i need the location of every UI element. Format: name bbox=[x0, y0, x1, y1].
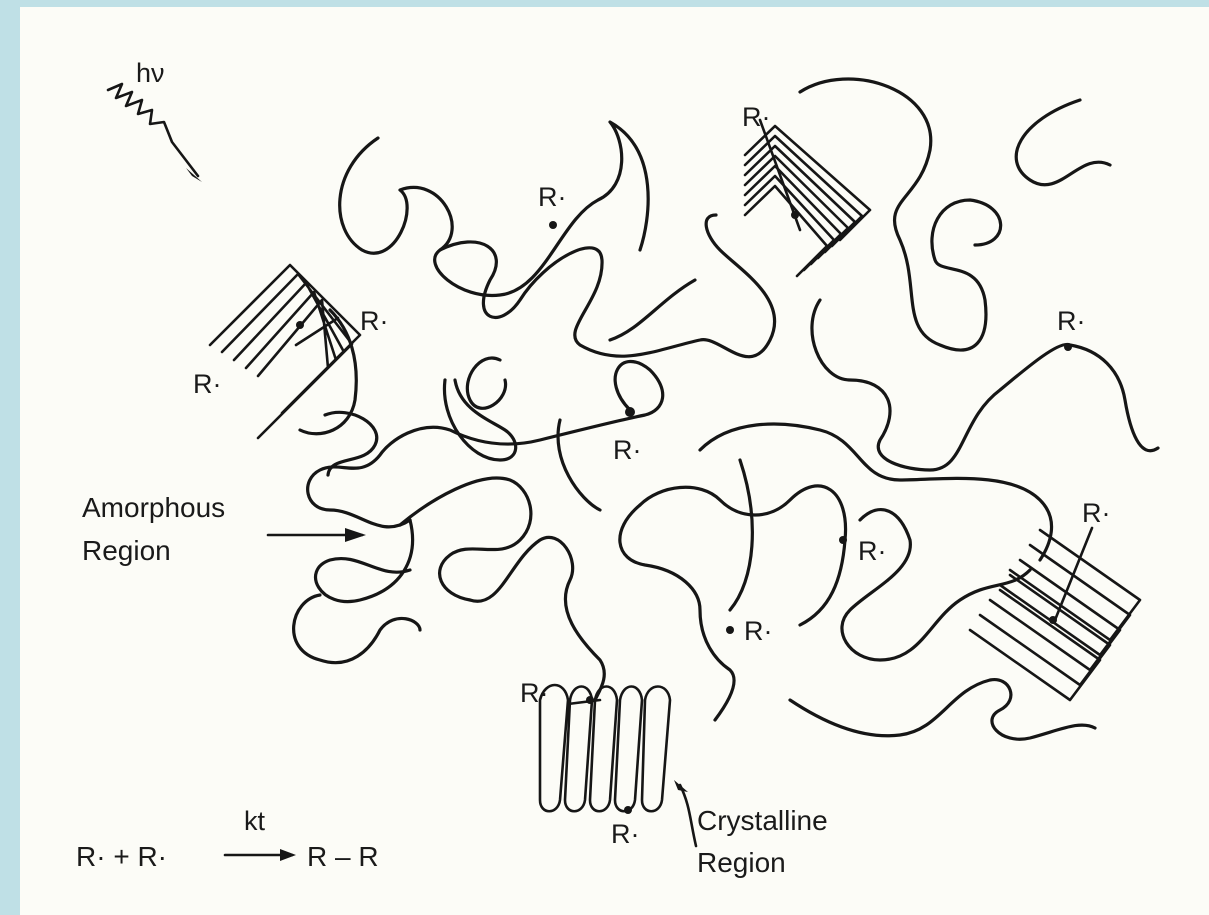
radical-label-center: R· bbox=[613, 435, 642, 465]
equation-left: R· + R· bbox=[76, 841, 167, 872]
radical-label-right-crystal: R· bbox=[1082, 498, 1111, 528]
radical-label-lower: R· bbox=[744, 616, 773, 646]
amorphous-arrow-head bbox=[345, 528, 366, 542]
crystal-bottom bbox=[540, 685, 670, 811]
polymer-morphology-diagram: hν bbox=[20, 7, 1209, 915]
radical-label-bottom-crystal: R· bbox=[520, 678, 549, 708]
radical-dots bbox=[296, 211, 1072, 814]
radical-label-top: R· bbox=[538, 182, 567, 212]
equation-right: R – R bbox=[307, 841, 379, 872]
radical-label-bottom: R· bbox=[611, 819, 640, 849]
photon-label: hν bbox=[136, 58, 165, 88]
photon-wave-arrow bbox=[108, 84, 202, 182]
radical-label-left-crystal: R· bbox=[360, 306, 389, 336]
amorphous-label-line2: Region bbox=[82, 535, 171, 566]
crystalline-label-line2: Region bbox=[697, 847, 786, 878]
radical-label-left: R· bbox=[193, 369, 222, 399]
equation-arrow-head bbox=[280, 849, 296, 861]
equation-rate-constant: kt bbox=[244, 806, 266, 836]
crystalline-label-line1: Crystalline bbox=[697, 805, 828, 836]
radical-label-right: R· bbox=[1057, 306, 1086, 336]
radical-label-center-right: R· bbox=[858, 536, 887, 566]
amorphous-label-line1: Amorphous bbox=[82, 492, 225, 523]
crystal-bottom-right bbox=[970, 528, 1140, 700]
figure-frame: hν bbox=[20, 7, 1209, 915]
amorphous-chains bbox=[294, 79, 1158, 739]
crystal-top-right bbox=[745, 120, 870, 276]
crystalline-pointer bbox=[680, 785, 696, 846]
radical-label-top-right: R· bbox=[742, 102, 771, 132]
